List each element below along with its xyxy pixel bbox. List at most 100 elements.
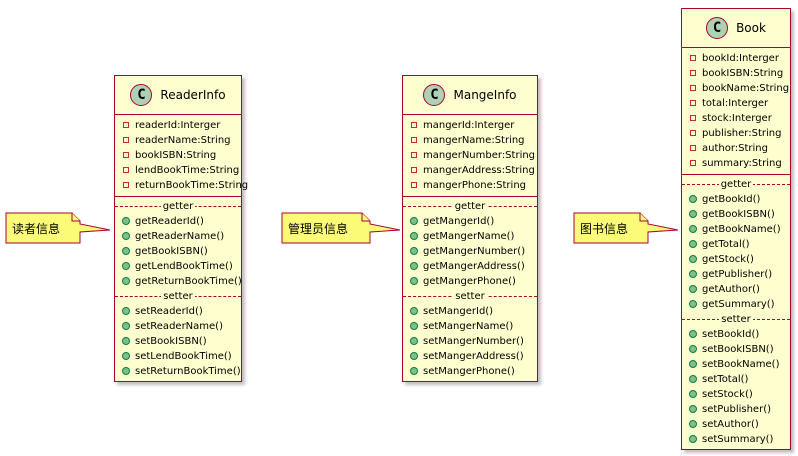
method-row: getLendBookTime() xyxy=(115,259,241,274)
public-method-circle-icon xyxy=(410,217,418,225)
section-label: setter xyxy=(719,313,753,326)
method-row: setMangerPhone() xyxy=(403,364,537,379)
method-text: setMangerName() xyxy=(423,321,514,332)
public-method-circle-icon xyxy=(689,420,697,428)
method-row: setReturnBookTime() xyxy=(115,364,241,379)
class-name: MangeInfo xyxy=(453,88,517,102)
method-text: getReturnBookTime() xyxy=(135,276,242,287)
note-fold xyxy=(71,213,80,222)
field-row: readerName:String xyxy=(115,133,241,148)
field-row: mangerId:Interger xyxy=(403,118,537,133)
class-icon: C xyxy=(423,84,446,106)
field-row: bookName:String xyxy=(682,81,790,96)
public-method-circle-icon xyxy=(689,210,697,218)
method-row: setBookId() xyxy=(682,327,790,342)
method-row: getBookISBN() xyxy=(682,207,790,222)
method-text: getReaderName() xyxy=(135,231,225,242)
field-text: bookISBN:String xyxy=(702,68,784,79)
public-method-circle-icon xyxy=(122,367,130,375)
private-field-square-icon xyxy=(123,182,129,188)
method-row: getMangerPhone() xyxy=(403,274,537,289)
section-label: getter xyxy=(718,178,754,191)
method-row: getSummary() xyxy=(682,297,790,312)
note-book: 图书信息 xyxy=(573,212,679,244)
public-method-circle-icon xyxy=(410,367,418,375)
field-text: bookISBN:String xyxy=(135,150,217,161)
method-row: getAuthor() xyxy=(682,282,790,297)
private-field-square-icon xyxy=(411,152,417,158)
method-text: getBookISBN() xyxy=(702,209,775,220)
public-method-circle-icon xyxy=(689,405,697,413)
public-method-circle-icon xyxy=(410,277,418,285)
method-row: getReaderId() xyxy=(115,214,241,229)
public-method-circle-icon xyxy=(689,345,697,353)
field-text: mangerAddress:String xyxy=(423,165,535,176)
method-text: getTotal() xyxy=(702,239,750,250)
method-text: setMangerId() xyxy=(423,306,494,317)
method-text: setBookISBN() xyxy=(702,344,774,355)
public-method-circle-icon xyxy=(122,307,130,315)
method-text: getPublisher() xyxy=(702,269,773,280)
method-text: getBookName() xyxy=(702,224,781,235)
field-row: publisher:String xyxy=(682,126,790,141)
private-field-square-icon xyxy=(411,137,417,143)
section-separator-setter: setter xyxy=(682,313,790,326)
public-method-circle-icon xyxy=(689,390,697,398)
field-text: publisher:String xyxy=(702,128,782,139)
field-row: mangerPhone:String xyxy=(403,178,537,193)
public-method-circle-icon xyxy=(689,270,697,278)
public-method-circle-icon xyxy=(689,285,697,293)
class-header: C MangeInfo xyxy=(403,76,537,115)
note-fold xyxy=(639,213,648,222)
section-label: setter xyxy=(453,290,487,303)
method-text: setAuthor() xyxy=(702,419,759,430)
method-text: setBookName() xyxy=(702,359,780,370)
public-method-circle-icon xyxy=(122,337,130,345)
field-row: mangerAddress:String xyxy=(403,163,537,178)
field-text: mangerNumber:String xyxy=(423,150,536,161)
public-method-circle-icon xyxy=(122,277,130,285)
method-row: setReaderName() xyxy=(115,319,241,334)
method-row: setBookISBN() xyxy=(115,334,241,349)
method-row: getMangerNumber() xyxy=(403,244,537,259)
field-text: bookName:String xyxy=(702,83,790,94)
field-text: readerId:Interger xyxy=(135,120,221,131)
method-row: getReturnBookTime() xyxy=(115,274,242,289)
method-row: getMangerAddress() xyxy=(403,259,537,274)
public-method-circle-icon xyxy=(122,352,130,360)
section-separator-setter: setter xyxy=(115,290,241,303)
field-text: lendBookTime:String xyxy=(135,165,240,176)
note-mangeinfo: 管理员信息 xyxy=(281,212,401,244)
private-field-square-icon xyxy=(690,55,696,61)
private-field-square-icon xyxy=(690,100,696,106)
section-separator-setter: setter xyxy=(403,290,537,303)
method-text: setPublisher() xyxy=(702,404,771,415)
method-row: setMangerId() xyxy=(403,304,537,319)
public-method-circle-icon xyxy=(410,247,418,255)
private-field-square-icon xyxy=(411,182,417,188)
public-method-circle-icon xyxy=(410,322,418,330)
section-separator-getter: getter xyxy=(403,200,537,213)
field-text: total:Interger xyxy=(702,98,769,109)
method-text: setReaderName() xyxy=(135,321,223,332)
public-method-circle-icon xyxy=(410,337,418,345)
field-text: mangerId:Interger xyxy=(423,120,515,131)
fields-compartment: readerId:Interger readerName:String bookIS… xyxy=(115,115,248,197)
field-text: stock:Interger xyxy=(702,113,772,124)
method-text: getMangerPhone() xyxy=(423,276,516,287)
note-text: 管理员信息 xyxy=(288,222,349,236)
public-method-circle-icon xyxy=(410,307,418,315)
method-text: setBookId() xyxy=(702,329,760,340)
public-method-circle-icon xyxy=(122,232,130,240)
class-name: ReaderInfo xyxy=(160,88,226,102)
method-row: setBookName() xyxy=(682,357,790,372)
field-text: readerName:String xyxy=(135,135,231,146)
method-text: setTotal() xyxy=(702,374,749,385)
private-field-square-icon xyxy=(123,122,129,128)
method-text: setLendBookTime() xyxy=(135,351,232,362)
